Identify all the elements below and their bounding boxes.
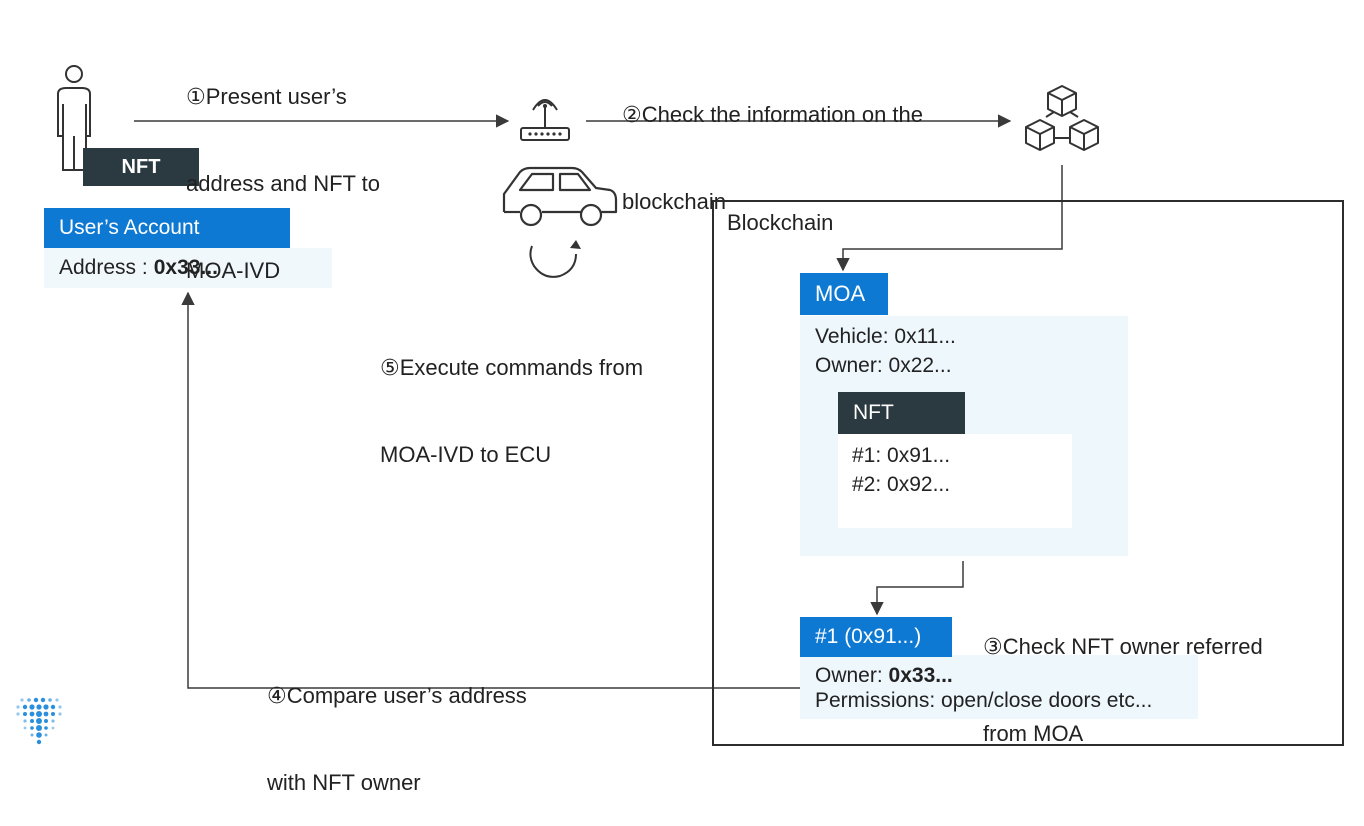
user-address-row: Address : 0x33... bbox=[44, 248, 332, 288]
token-title: #1 (0x91...) bbox=[800, 617, 952, 657]
step1-line: MOA-IVD bbox=[186, 258, 281, 283]
token-permissions: Permissions: open/close doors etc... bbox=[815, 689, 1153, 712]
user-account-title: User’s Account bbox=[44, 208, 290, 248]
step3-line: ③Check NFT owner referred bbox=[983, 634, 1263, 659]
step2-line: blockchain bbox=[622, 189, 726, 214]
connector-lines bbox=[134, 114, 1063, 689]
step3-line: from MOA bbox=[983, 721, 1084, 746]
moa-nft-title: NFT bbox=[838, 392, 965, 434]
moa-vehicle: Vehicle: 0x11... bbox=[815, 325, 956, 348]
person-icon bbox=[57, 65, 91, 171]
token-owner-label: Owner: bbox=[815, 664, 883, 687]
step5-label: ⑤Execute commands from MOA-IVD to ECU bbox=[380, 295, 643, 498]
arrow-step3 bbox=[870, 561, 964, 616]
token-owner-value: 0x33... bbox=[888, 664, 953, 687]
step2-line: ②Check the information on the bbox=[622, 102, 923, 127]
car-icon bbox=[502, 166, 618, 227]
arrow-step4 bbox=[181, 291, 800, 689]
step5-line: ⑤Execute commands from bbox=[380, 355, 644, 380]
step1-label: ①Present user’s address and NFT to MOA-I… bbox=[186, 24, 380, 314]
step2-label: ②Check the information on the blockchain bbox=[622, 42, 923, 245]
step4-line: with NFT owner bbox=[267, 770, 421, 795]
blockchain-frame bbox=[712, 200, 1344, 746]
blockchain-title: Blockchain bbox=[727, 210, 834, 235]
step1-line: ①Present user’s bbox=[186, 84, 347, 109]
token-owner-row: Owner: 0x33... bbox=[815, 661, 953, 690]
moa-nft-item: #2: 0x92... bbox=[852, 473, 951, 496]
logo-icon bbox=[16, 697, 62, 745]
moa-nft-panel bbox=[838, 434, 1072, 528]
step5-line: MOA-IVD to ECU bbox=[380, 442, 552, 467]
address-value: 0x33... bbox=[153, 256, 218, 279]
blockchain-cubes-icon bbox=[1025, 85, 1099, 151]
step1-line: address and NFT to bbox=[186, 171, 381, 196]
step4-line: ④Compare user’s address bbox=[267, 683, 527, 708]
token-panel bbox=[800, 655, 1198, 719]
step4-label: ④Compare user’s address with NFT owner bbox=[267, 623, 527, 826]
step3-label: ③Check NFT owner referred from MOA bbox=[983, 574, 1263, 777]
moa-title: MOA bbox=[800, 273, 888, 315]
router-icon bbox=[520, 99, 570, 141]
moa-owner: Owner: 0x22... bbox=[815, 354, 952, 377]
address-label: Address : bbox=[59, 256, 148, 279]
rotate-icon bbox=[529, 240, 581, 278]
moa-nft-item: #1: 0x91... bbox=[852, 444, 951, 467]
arrow-to-moa bbox=[836, 165, 1063, 272]
user-nft-tag: NFT bbox=[83, 148, 199, 186]
